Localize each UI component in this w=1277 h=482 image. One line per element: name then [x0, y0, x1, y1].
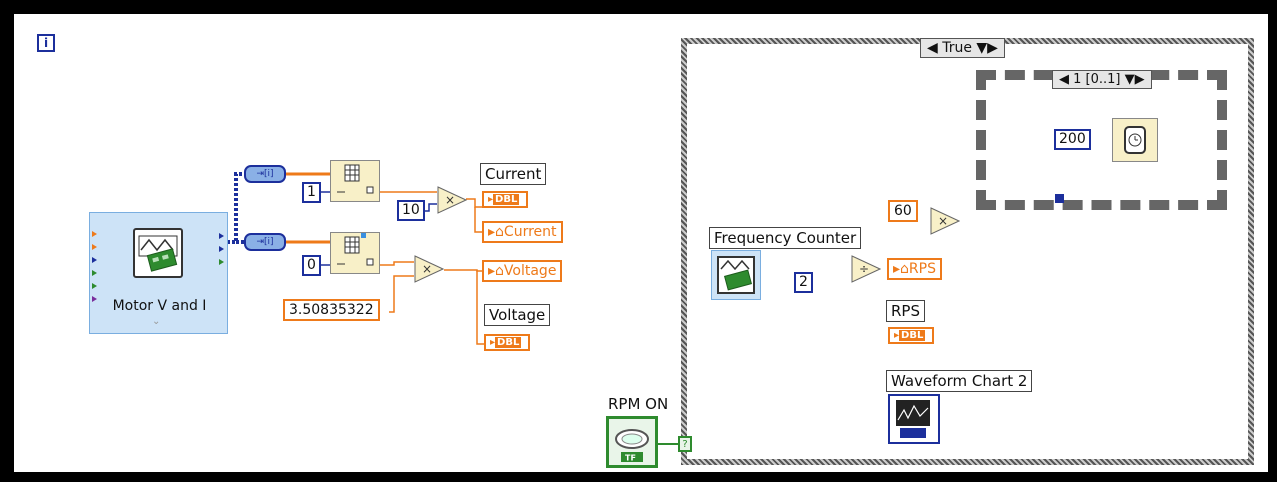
current-local-variable[interactable]: ▸⌂Current [482, 221, 563, 243]
multiply-voltage[interactable]: × [414, 255, 444, 283]
daq-icon-glyph [138, 235, 178, 272]
index-array-icon [337, 164, 374, 194]
index-array-bottom[interactable] [330, 232, 380, 274]
convert-dynamic-bottom[interactable]: ⇥[i] [244, 233, 286, 251]
local-var-label: Current [503, 224, 557, 240]
current-indicator[interactable]: ▸DBL [482, 191, 528, 208]
express-vi-motor[interactable]: Motor V and I ⌄ [89, 212, 228, 334]
constant-10[interactable]: 10 [397, 200, 425, 221]
svg-text:÷: ÷ [859, 262, 869, 276]
terminal-arrows-right [219, 233, 227, 265]
svg-text:×: × [422, 262, 432, 276]
index-array-icon [337, 233, 374, 266]
case-selector-value: True [942, 40, 972, 56]
sequence-selector-value: 1 [0..1] [1073, 72, 1121, 87]
dynamic-wire-top [227, 172, 244, 244]
frequency-counter-label: Frequency Counter [709, 227, 862, 249]
index-constant-1[interactable]: 1 [302, 182, 321, 203]
case-selector-terminal[interactable]: ? [678, 436, 692, 452]
rpm-on-boolean-control[interactable]: TF [606, 416, 658, 468]
wire-current-local [474, 207, 482, 233]
wire-voltage-a [380, 261, 414, 266]
constant-60[interactable]: 60 [888, 200, 918, 222]
terminal-arrows-left [92, 231, 100, 302]
voltage-local-variable[interactable]: ▸⌂Voltage [482, 260, 563, 282]
dbl-tag: DBL [493, 194, 520, 205]
rpm-on-label: RPM ON [608, 395, 669, 413]
multiply-rpm[interactable]: × [930, 207, 960, 235]
info-icon[interactable]: i [37, 34, 55, 52]
block-diagram: i Motor V and I ⌄ [14, 14, 1268, 472]
wire-voltage-ind [476, 270, 484, 345]
wait-constant[interactable]: 200 [1054, 129, 1091, 150]
case-selector[interactable]: ◀ True ▼▶ [920, 38, 1005, 58]
svg-text:TF: TF [625, 454, 636, 463]
sequence-tunnel [1055, 194, 1064, 203]
rps-indicator[interactable]: ▸DBL [888, 327, 934, 344]
wait-clock-icon [1124, 126, 1146, 154]
svg-text:×: × [938, 214, 948, 228]
wire-const-voltage [389, 275, 414, 313]
waveform-chart-indicator[interactable] [888, 394, 940, 444]
wire-current-out [466, 198, 482, 208]
boolean-icon: TF [615, 429, 649, 463]
flat-sequence-structure[interactable] [976, 70, 1227, 210]
rps-local-variable[interactable]: ▸⌂RPS [887, 258, 942, 280]
expand-chevron-icon[interactable]: ⌄ [152, 316, 161, 327]
current-indicator-label: Current [480, 163, 547, 185]
express-vi-label: Motor V and I [112, 298, 207, 314]
frequency-counter-vi[interactable] [711, 250, 761, 300]
multiply-current[interactable]: × [437, 186, 467, 214]
dbl-tag: DBL [899, 330, 926, 341]
info-icon-glyph: i [43, 36, 49, 50]
waveform-chart-label: Waveform Chart 2 [886, 370, 1033, 392]
daq-icon [717, 256, 755, 294]
index-array-top[interactable] [330, 160, 380, 202]
sequence-selector[interactable]: ◀ 1 [0..1] ▼▶ [1052, 70, 1152, 89]
local-var-label: RPS [908, 261, 936, 277]
convert-dynamic-top[interactable]: ⇥[i] [244, 165, 286, 183]
local-var-label: Voltage [503, 263, 557, 279]
chart-icon [896, 400, 930, 438]
dbl-tag: DBL [495, 337, 522, 348]
voltage-indicator[interactable]: ▸DBL [484, 334, 530, 351]
wait-ms-function[interactable] [1112, 118, 1158, 162]
rps-indicator-label: RPS [886, 300, 925, 322]
voltage-indicator-label: Voltage [484, 304, 551, 326]
constant-voltage-scale[interactable]: 3.50835322 [283, 299, 380, 321]
constant-2[interactable]: 2 [794, 272, 813, 293]
divide-function[interactable]: ÷ [851, 255, 881, 283]
wire-const-10 [421, 203, 437, 212]
svg-text:×: × [445, 193, 455, 207]
index-constant-0[interactable]: 0 [302, 255, 321, 276]
daq-icon [133, 228, 183, 278]
